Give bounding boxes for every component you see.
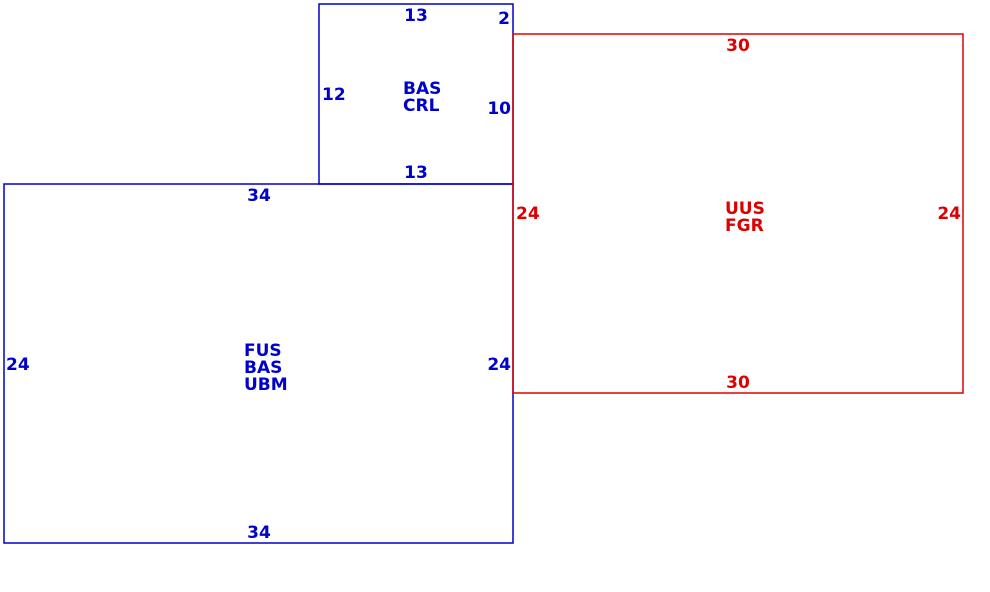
garage-dim-bottom: 30 (726, 373, 750, 393)
garage-dim-top: 30 (726, 36, 750, 56)
garage-area-outline (512, 33, 964, 394)
upper-code-1: BAS (403, 79, 441, 99)
main-code-1: FUS (244, 341, 282, 361)
garage-code-2: FGR (725, 216, 764, 236)
garage-dim-right: 24 (937, 204, 961, 224)
main-code-3: UBM (244, 375, 288, 395)
main-dim-left: 24 (6, 355, 30, 375)
main-code-2: BAS (244, 358, 282, 378)
upper-code-2: CRL (403, 96, 440, 116)
main-dim-bottom: 34 (247, 523, 271, 543)
upper-dim-top: 13 (404, 6, 428, 26)
garage-dim-left: 24 (516, 204, 540, 224)
main-dim-top: 34 (247, 186, 271, 206)
upper-dim-corner: 2 (498, 9, 510, 29)
garage-code-1: UUS (725, 199, 765, 219)
main-dim-right: 24 (487, 355, 511, 375)
upper-dim-bottom: 13 (404, 163, 428, 183)
upper-dim-left: 12 (322, 85, 346, 105)
upper-dim-right: 10 (487, 99, 511, 119)
